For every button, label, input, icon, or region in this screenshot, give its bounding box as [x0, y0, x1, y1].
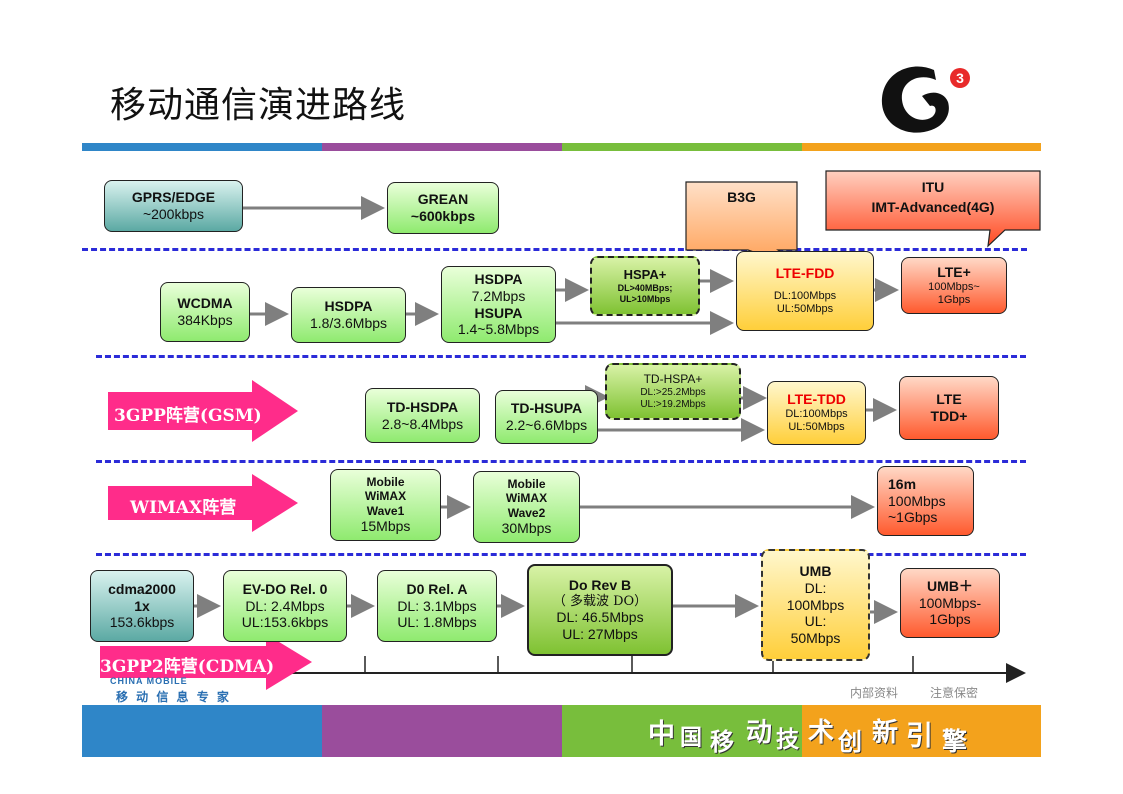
row-separator [82, 248, 1027, 251]
node-gprs-edge: GPRS/EDGE~200kbps [104, 180, 243, 232]
china-mobile-slogan: 移 动 信 息 专 家 [116, 690, 231, 704]
g3-logo: 3 [881, 66, 970, 133]
top-stripe-purple [322, 143, 562, 151]
confidential-label: 注意保密 [930, 686, 979, 700]
bottom-stripe-orange [802, 705, 1041, 757]
node-hspa-plus: HSPA+ DL>40MBps;UL>10Mbps [590, 256, 700, 316]
bottom-stripe-green [562, 705, 802, 757]
node-grean: GREAN~600kbps [387, 182, 499, 234]
bottom-stripe-blue [82, 705, 322, 757]
camp-arrow-gsm [108, 380, 298, 442]
row-separator [96, 553, 1026, 556]
camp-label-cdma: 3GPP2阵营(CDMA) [100, 657, 275, 677]
page-title: 移动通信演进路线 [110, 85, 407, 126]
svg-text:3: 3 [956, 70, 964, 86]
row-separator [96, 355, 1026, 358]
itu-callout: ITU IMT-Advanced(4G) [871, 179, 995, 215]
internal-label: 内部资料 [850, 686, 899, 700]
top-stripe-blue [82, 143, 322, 151]
camp-arrow-cdma [100, 634, 312, 690]
row-separator [96, 460, 1026, 463]
camp-arrow-wimax [108, 474, 298, 532]
node-lte-plus: LTE+ 100Mbps~1Gbps [901, 257, 1007, 314]
top-stripe-green [562, 143, 802, 151]
camp-label-gsm: 3GPP阵营(GSM) [114, 406, 262, 426]
camp-label-wimax: WIMAX阵营 [130, 498, 237, 518]
china-mobile-logo-text: CHINA MOBILE [110, 676, 188, 686]
top-stripe-orange [802, 143, 1041, 151]
b3g-callout: B3G [727, 189, 756, 205]
node-umb-plus: UMB＋100Mbps-1Gbps [900, 568, 1000, 638]
itu-callout-shape [825, 170, 1041, 248]
footer-slogan: 中 国 移 动 技 术 创 新 引 擎 [648, 718, 968, 756]
bottom-stripe-purple [322, 705, 562, 757]
